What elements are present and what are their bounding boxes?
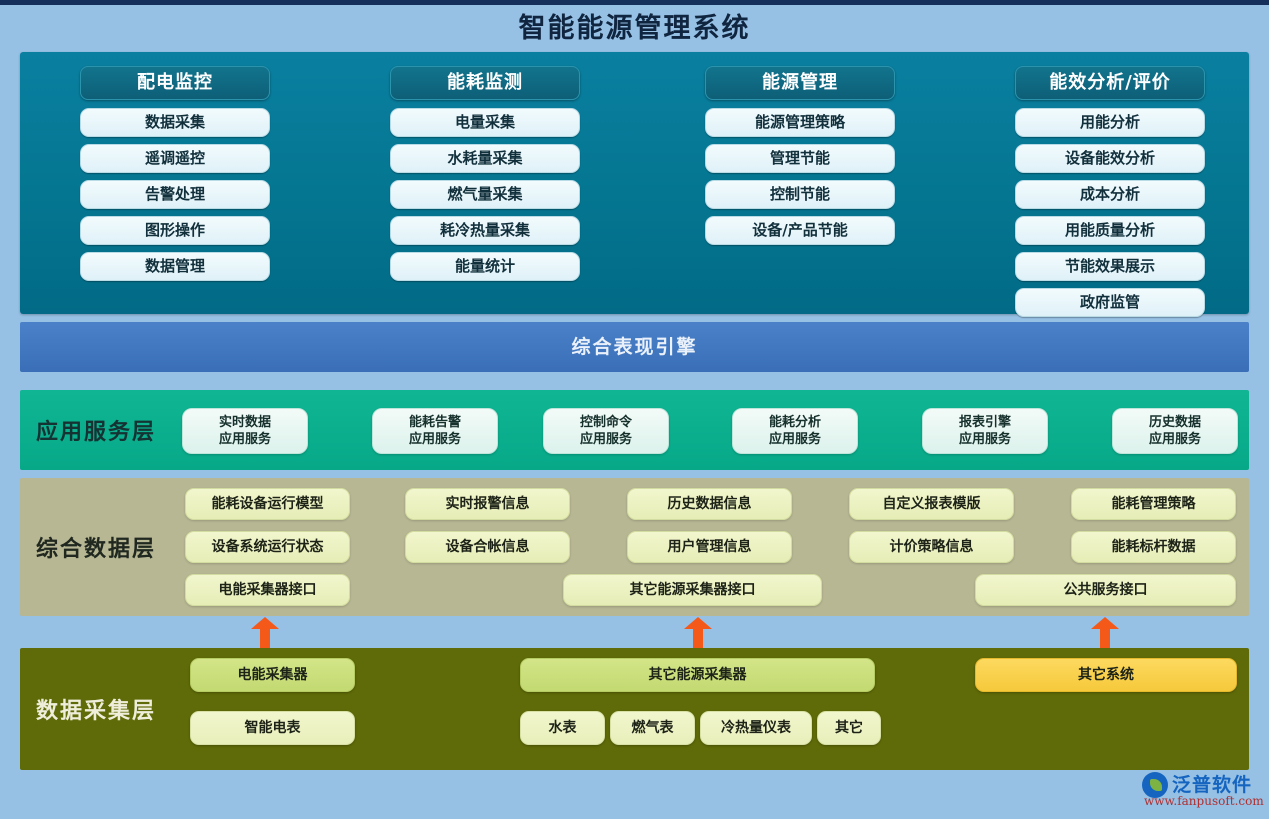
interface-box[interactable]: 其它能源采集器接口 (563, 574, 822, 606)
data-box[interactable]: 历史数据信息 (627, 488, 792, 520)
column-header: 配电监控 (80, 66, 270, 100)
page-title: 智能能源管理系统 (518, 13, 751, 44)
service-box[interactable]: 控制命令 应用服务 (543, 408, 669, 454)
module-item[interactable]: 能量统计 (390, 252, 580, 281)
application-service-layer: 应用服务层 实时数据 应用服务 能耗告警 应用服务 控制命令 应用服务 能耗分析… (20, 390, 1249, 470)
data-box[interactable]: 实时报警信息 (405, 488, 570, 520)
module-item[interactable]: 控制节能 (705, 180, 895, 209)
vendor-logo: 泛普软件 www.fanpusoft.com (1142, 770, 1264, 814)
service-line-1: 历史数据 (1148, 415, 1201, 430)
service-line-1: 报表引擎 (958, 415, 1011, 430)
module-item[interactable]: 数据采集 (80, 108, 270, 137)
service-line-1: 能耗告警 (408, 415, 461, 430)
service-line-2: 应用服务 (579, 432, 632, 447)
module-item[interactable]: 水耗量采集 (390, 144, 580, 173)
service-line-2: 应用服务 (768, 432, 821, 447)
module-item[interactable]: 政府监管 (1015, 288, 1205, 317)
device-box[interactable]: 其它 (817, 711, 881, 745)
integrated-data-layer: 综合数据层 能耗设备运行模型 实时报警信息 历史数据信息 自定义报表模版 能耗管… (20, 478, 1249, 616)
column-header: 能耗监测 (390, 66, 580, 100)
column-header: 能效分析/评价 (1015, 66, 1205, 100)
service-line-1: 能耗分析 (768, 415, 821, 430)
service-line-2: 应用服务 (218, 432, 271, 447)
data-box[interactable]: 设备系统运行状态 (185, 531, 350, 563)
data-acquisition-layer: 数据采集层 电能采集器 其它能源采集器 其它系统 智能电表 水表 燃气表 冷热量… (20, 648, 1249, 770)
module-item[interactable]: 管理节能 (705, 144, 895, 173)
service-box[interactable]: 实时数据 应用服务 (182, 408, 308, 454)
module-item[interactable]: 耗冷热量采集 (390, 216, 580, 245)
service-box[interactable]: 能耗分析 应用服务 (732, 408, 858, 454)
module-item[interactable]: 用能质量分析 (1015, 216, 1205, 245)
service-line-1: 控制命令 (579, 415, 632, 430)
logo-name: 泛普软件 (1172, 774, 1253, 796)
module-item[interactable]: 节能效果展示 (1015, 252, 1205, 281)
data-box[interactable]: 能耗管理策略 (1071, 488, 1236, 520)
layer-title: 综合数据层 (36, 537, 157, 562)
presentation-engine-bar: 综合表现引擎 (20, 322, 1249, 372)
device-box[interactable]: 冷热量仪表 (700, 711, 812, 745)
module-item[interactable]: 告警处理 (80, 180, 270, 209)
collector-box[interactable]: 其它系统 (975, 658, 1237, 692)
module-item[interactable]: 成本分析 (1015, 180, 1205, 209)
module-item[interactable]: 图形操作 (80, 216, 270, 245)
layer-title: 应用服务层 (36, 420, 157, 445)
collector-box[interactable]: 其它能源采集器 (520, 658, 875, 692)
module-item[interactable]: 设备能效分析 (1015, 144, 1205, 173)
module-item[interactable]: 设备/产品节能 (705, 216, 895, 245)
data-box[interactable]: 计价策略信息 (849, 531, 1014, 563)
service-box[interactable]: 报表引擎 应用服务 (922, 408, 1048, 454)
module-item[interactable]: 用能分析 (1015, 108, 1205, 137)
device-box[interactable]: 智能电表 (190, 711, 355, 745)
module-item[interactable]: 遥调遥控 (80, 144, 270, 173)
service-box[interactable]: 历史数据 应用服务 (1112, 408, 1238, 454)
function-column-distribution: 配电监控 数据采集 遥调遥控 告警处理 图形操作 数据管理 (80, 66, 270, 288)
service-line-2: 应用服务 (408, 432, 461, 447)
data-box[interactable]: 设备合帐信息 (405, 531, 570, 563)
interface-box[interactable]: 电能采集器接口 (185, 574, 350, 606)
device-box[interactable]: 燃气表 (610, 711, 695, 745)
service-line-2: 应用服务 (1148, 432, 1201, 447)
column-header: 能源管理 (705, 66, 895, 100)
service-line-2: 应用服务 (958, 432, 1011, 447)
function-column-efficiency-analysis: 能效分析/评价 用能分析 设备能效分析 成本分析 用能质量分析 节能效果展示 政… (1015, 66, 1205, 324)
module-item[interactable]: 数据管理 (80, 252, 270, 281)
interface-box[interactable]: 公共服务接口 (975, 574, 1236, 606)
data-box[interactable]: 用户管理信息 (627, 531, 792, 563)
function-column-consumption: 能耗监测 电量采集 水耗量采集 燃气量采集 耗冷热量采集 能量统计 (390, 66, 580, 288)
module-item[interactable]: 能源管理策略 (705, 108, 895, 137)
logo-url: www.fanpusoft.com (1144, 794, 1264, 808)
service-line-1: 实时数据 (218, 415, 271, 430)
top-accent-strip (0, 0, 1269, 5)
data-box[interactable]: 能耗设备运行模型 (185, 488, 350, 520)
module-item[interactable]: 燃气量采集 (390, 180, 580, 209)
function-modules-panel: 配电监控 数据采集 遥调遥控 告警处理 图形操作 数据管理 能耗监测 电量采集 … (20, 52, 1249, 317)
data-box[interactable]: 能耗标杆数据 (1071, 531, 1236, 563)
data-box[interactable]: 自定义报表模版 (849, 488, 1014, 520)
service-box[interactable]: 能耗告警 应用服务 (372, 408, 498, 454)
device-box[interactable]: 水表 (520, 711, 605, 745)
function-column-energy-management: 能源管理 能源管理策略 管理节能 控制节能 设备/产品节能 (705, 66, 895, 252)
module-item[interactable]: 电量采集 (390, 108, 580, 137)
layer-title: 数据采集层 (36, 699, 157, 724)
logo-mark-icon (1142, 772, 1168, 798)
collector-box[interactable]: 电能采集器 (190, 658, 355, 692)
